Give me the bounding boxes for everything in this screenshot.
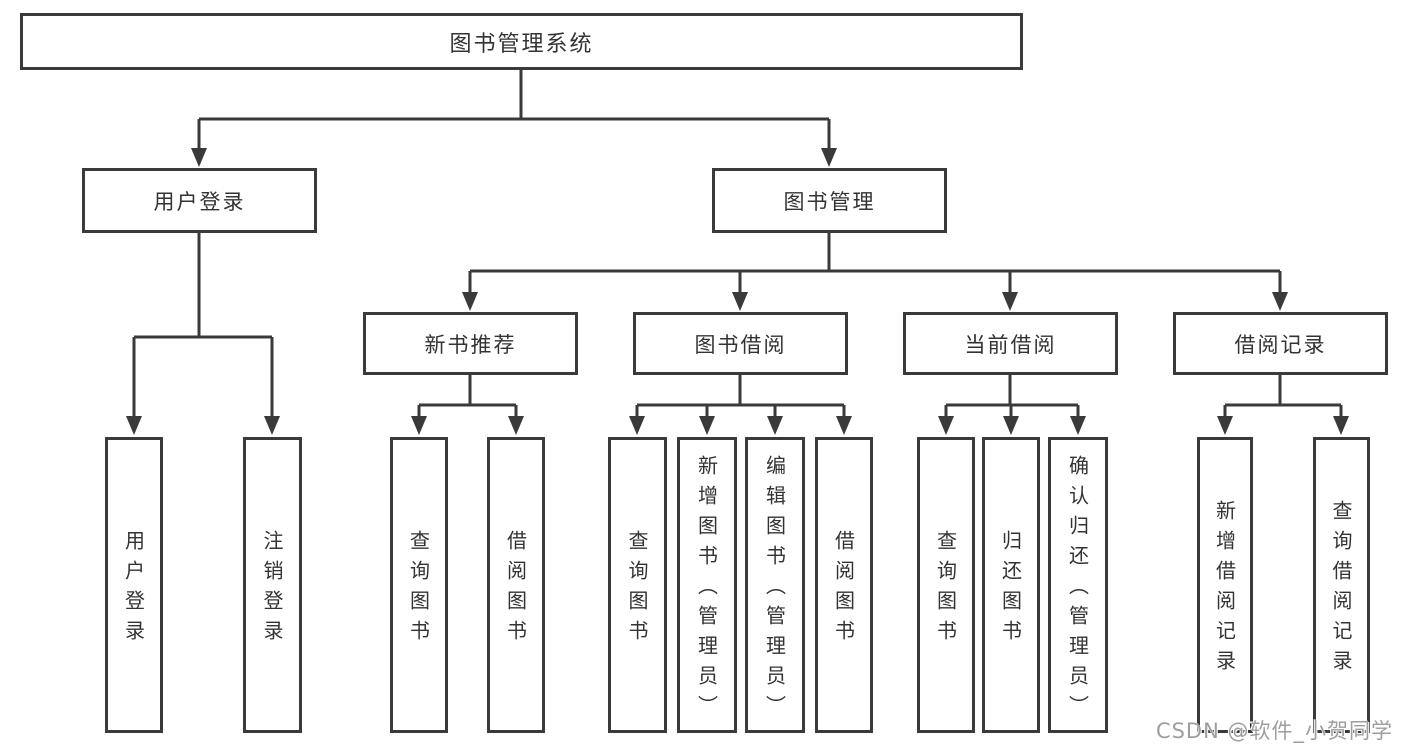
arrowhead (264, 416, 280, 435)
leaf-newrec-query-book-label: 查询图书 (406, 530, 431, 650)
leaf-borrow-book: 借阅图书 (815, 437, 873, 733)
leaf-confirm-return-admin-label: 确认归还（管理员） (1065, 455, 1090, 725)
arrowhead (1217, 416, 1233, 435)
node-borrow-records: 借阅记录 (1173, 312, 1388, 375)
connector-borrow-to-leaves (635, 375, 846, 418)
leaf-borrow-query-book-label: 查询图书 (625, 530, 649, 650)
connector-bookmgmt-to-level3 (468, 233, 1282, 293)
leaf-newrec-query-book: 查询图书 (390, 437, 448, 733)
leaf-user-login-label: 用户登录 (121, 530, 146, 650)
node-current-borrow-label: 当前借阅 (964, 332, 1057, 357)
leaf-add-book-admin-label: 新增图书（管理员） (694, 455, 719, 725)
leaf-current-query-book: 查询图书 (917, 437, 975, 733)
node-book-borrow: 图书借阅 (633, 312, 848, 375)
csdn-watermark: CSDN @软件_小贺同学 (1155, 719, 1393, 743)
arrowhead (767, 416, 783, 435)
arrowhead (629, 416, 645, 435)
arrowhead (191, 148, 207, 167)
arrowhead (836, 416, 852, 435)
arrowhead (938, 416, 954, 435)
arrowhead (1002, 292, 1018, 311)
leaf-add-book-admin: 新增图书（管理员） (677, 437, 737, 733)
arrowhead (1272, 292, 1288, 311)
arrowhead (411, 416, 427, 435)
connector-root-to-level2 (197, 70, 831, 150)
node-new-book-recommend-label: 新书推荐 (424, 332, 517, 357)
leaf-newrec-borrow-book-label: 借阅图书 (503, 530, 528, 650)
leaf-return-book-label: 归还图书 (998, 530, 1023, 650)
node-user-login-label: 用户登录 (153, 189, 246, 214)
connector-records-to-leaves (1223, 375, 1343, 418)
connector-userlogin-to-leaves (132, 233, 274, 418)
arrowhead (508, 416, 524, 435)
node-new-book-recommend: 新书推荐 (363, 312, 578, 375)
node-current-borrow: 当前借阅 (903, 312, 1118, 375)
leaf-return-book: 归还图书 (982, 437, 1040, 733)
leaf-borrow-book-label: 借阅图书 (831, 530, 856, 650)
node-root-library-system: 图书管理系统 (20, 13, 1023, 70)
leaf-add-borrow-record: 新增借阅记录 (1197, 437, 1253, 733)
arrowhead (732, 292, 748, 311)
leaf-logout-label: 注销登录 (260, 530, 284, 650)
leaf-logout: 注销登录 (243, 437, 302, 733)
arrowhead (1333, 416, 1349, 435)
leaf-current-query-book-label: 查询图书 (933, 530, 958, 650)
leaf-borrow-query-book: 查询图书 (608, 437, 667, 733)
node-root-label: 图书管理系统 (449, 31, 594, 57)
leaf-confirm-return-admin: 确认归还（管理员） (1048, 437, 1108, 733)
arrowhead (1070, 416, 1086, 435)
node-book-management: 图书管理 (712, 168, 947, 233)
arrowheads (126, 148, 1349, 435)
leaf-query-borrow-record-label: 查询借阅记录 (1329, 500, 1353, 680)
node-user-login: 用户登录 (82, 168, 317, 233)
connector-current-to-leaves (944, 375, 1080, 418)
node-book-borrow-label: 图书借阅 (694, 332, 787, 357)
leaf-newrec-borrow-book: 借阅图书 (487, 437, 545, 733)
leaf-query-borrow-record: 查询借阅记录 (1313, 437, 1370, 733)
node-book-management-label: 图书管理 (783, 189, 876, 214)
arrowhead (699, 416, 715, 435)
arrowhead (126, 416, 142, 435)
connector-newrec-to-leaves (417, 375, 518, 418)
leaf-edit-book-admin: 编辑图书（管理员） (745, 437, 805, 733)
arrowhead (462, 292, 478, 311)
arrowhead (821, 148, 837, 167)
leaf-add-borrow-record-label: 新增借阅记录 (1212, 500, 1237, 680)
node-borrow-records-label: 借阅记录 (1234, 332, 1327, 357)
leaf-user-login: 用户登录 (105, 437, 163, 733)
leaf-edit-book-admin-label: 编辑图书（管理员） (762, 455, 787, 725)
arrowhead (1003, 416, 1019, 435)
